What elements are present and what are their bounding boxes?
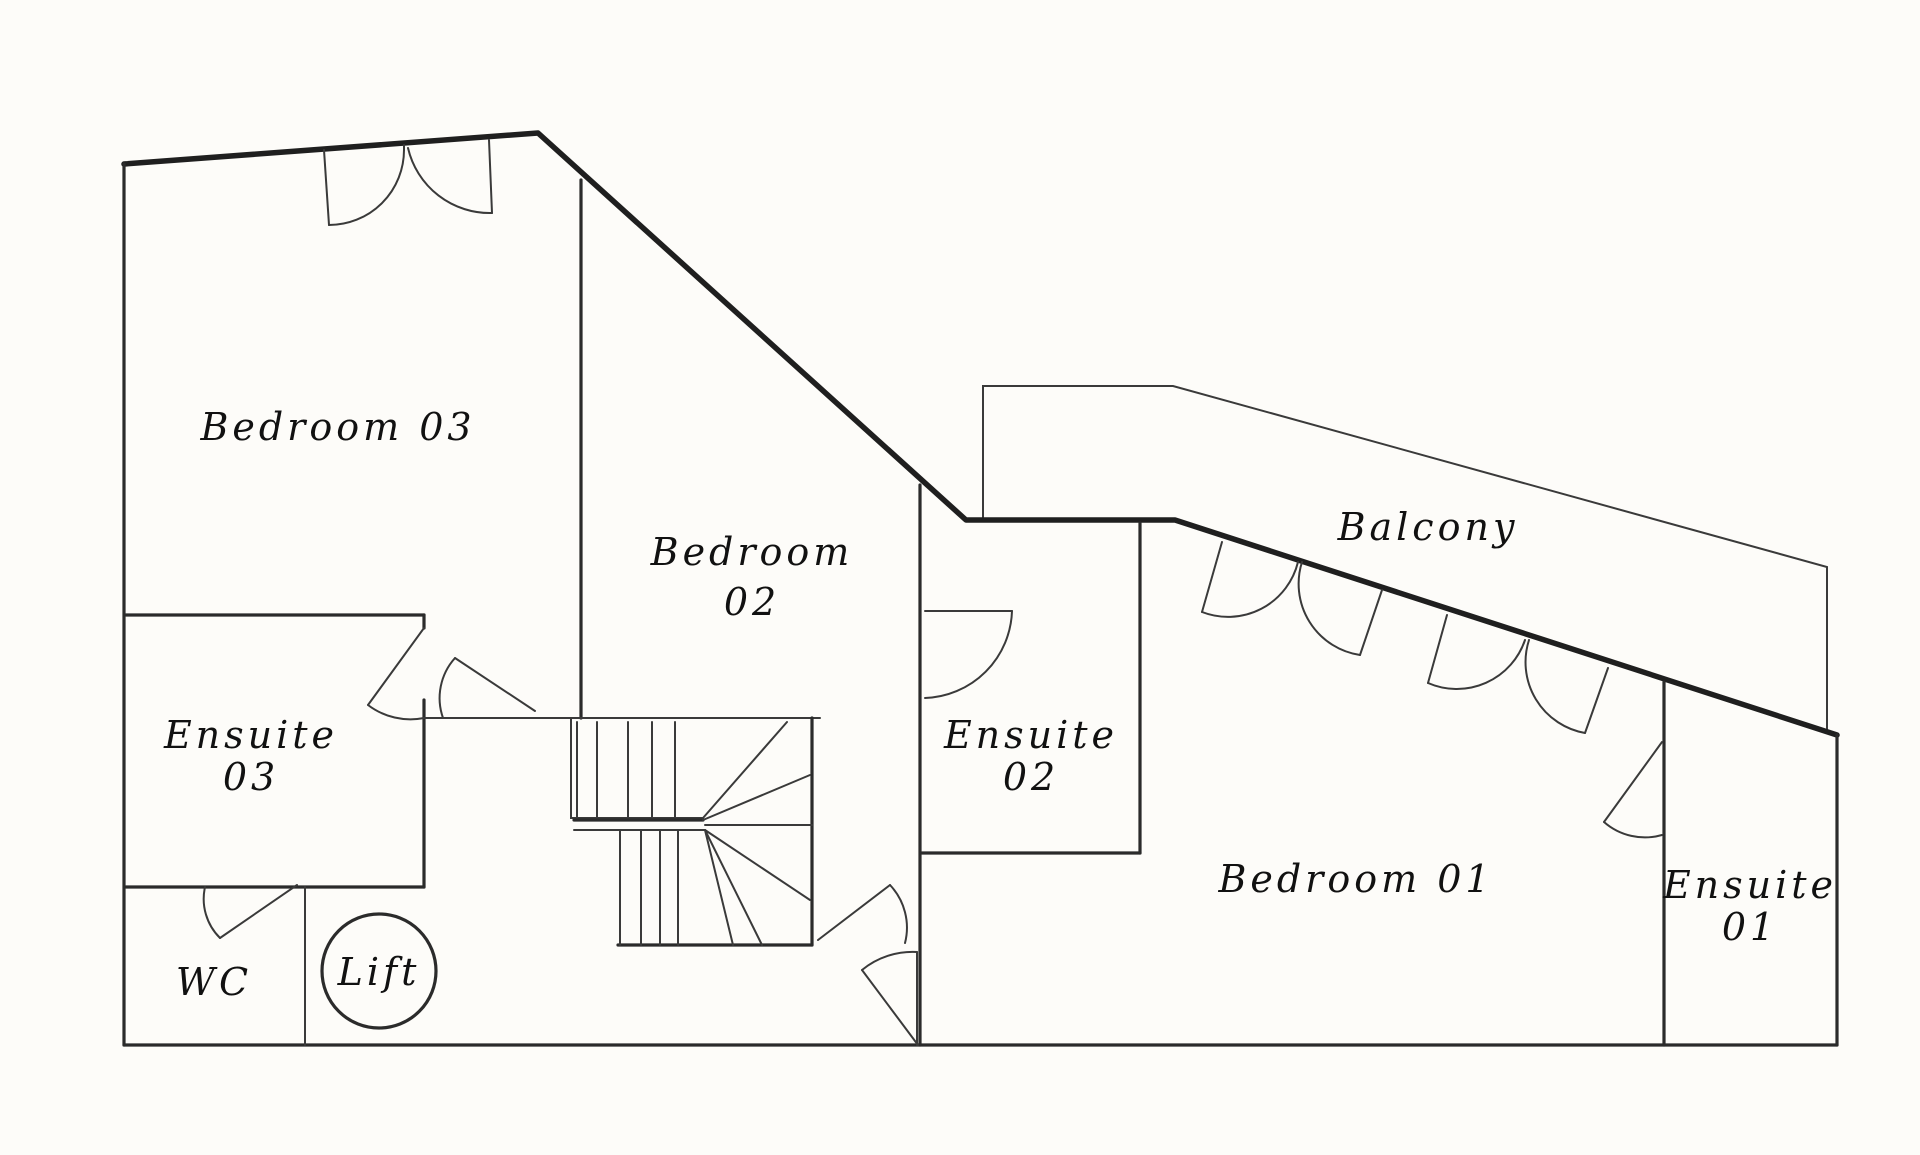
bedroom-02-label-line2: 02 — [724, 580, 780, 624]
interior-walls — [124, 178, 1666, 1047]
bedroom-01-label: Bedroom 01 — [1217, 857, 1493, 901]
bedroom-03-label: Bedroom 03 — [199, 405, 475, 449]
wc-label: WC — [176, 960, 252, 1004]
bedroom-01-balcony-door-1 — [1201, 541, 1383, 656]
bedroom-03-entry-door — [438, 657, 536, 719]
bedroom-01-balcony-door-2 — [1427, 614, 1609, 734]
ensuite-01-door — [1603, 741, 1663, 839]
bedroom-03-double-door — [323, 139, 493, 226]
doors — [202, 139, 1663, 1046]
balcony-label: Balcony — [1337, 505, 1519, 549]
ensuite-01-label-line2: 01 — [1722, 905, 1778, 949]
lift-label: Lift — [337, 950, 421, 994]
corridor-door — [861, 950, 919, 1046]
ensuite-03-door — [367, 627, 425, 721]
ensuite-02-label-line1: Ensuite — [943, 713, 1118, 757]
exterior-walls — [121, 130, 1840, 1047]
bedroom-02-label-line1: Bedroom — [650, 530, 854, 574]
ensuite-02-label-line2: 02 — [1003, 755, 1059, 799]
wc-door — [202, 884, 298, 939]
ensuite-01-label-line1: Ensuite — [1662, 863, 1837, 907]
ensuite-03-label-line2: 03 — [223, 755, 279, 799]
staircase — [570, 716, 814, 947]
ensuite-03-label-line1: Ensuite — [163, 713, 338, 757]
bedroom-02-entry-door — [817, 884, 908, 944]
lift-icon — [320, 912, 438, 1030]
ensuite-02-door — [924, 610, 1013, 699]
room-labels: Bedroom 03 Bedroom 02 Ensuite 03 Ensuite… — [163, 405, 1837, 1004]
balcony-outline — [982, 385, 1828, 734]
